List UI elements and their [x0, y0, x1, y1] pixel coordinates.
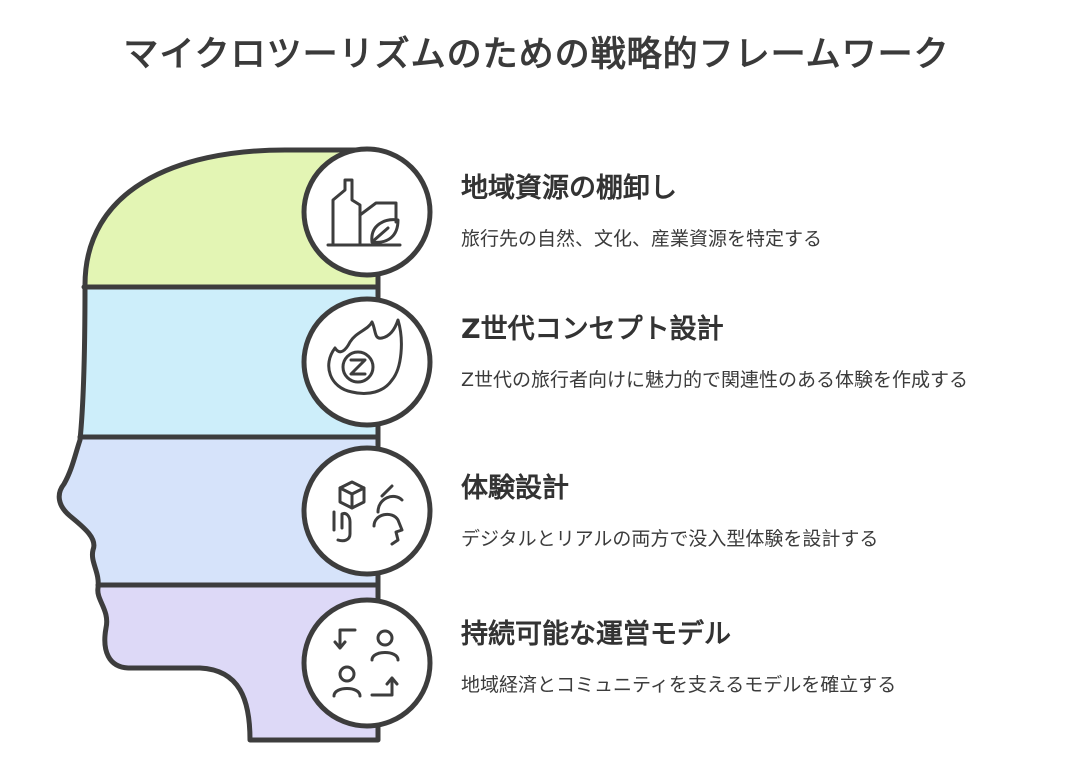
- step-title: 持続可能な運営モデル: [461, 619, 731, 650]
- step-operation: 持続可能な運営モデル 地域経済とコミュニティを支えるモデルを確立する: [461, 618, 1051, 698]
- head-outline: [56, 147, 381, 743]
- cube-hand-face-icon: [332, 480, 404, 546]
- circle-1: [301, 146, 433, 278]
- z-flame-icon: [327, 318, 403, 395]
- step-concept: Z世代コンセプト設計 Z世代の旅行者向けに魅力的で関連性のある体験を作成する: [461, 313, 1051, 393]
- step-description: デジタルとリアルの両方で没入型体験を設計する: [461, 528, 879, 550]
- step-description: Z世代の旅行者向けに魅力的で関連性のある体験を作成する: [461, 369, 969, 391]
- circle-3: [301, 445, 433, 577]
- people-cycle-icon: [332, 628, 400, 698]
- circle-4: [301, 597, 433, 729]
- factory-leaf-icon: [326, 178, 402, 247]
- step-resources: 地域資源の棚卸し 旅行先の自然、文化、産業資源を特定する: [461, 172, 1051, 252]
- step-title: 地域資源の棚卸し: [461, 173, 677, 204]
- step-title: 体験設計: [461, 473, 569, 504]
- step-experience: 体験設計 デジタルとリアルの両方で没入型体験を設計する: [461, 472, 1051, 552]
- step-title: Z世代コンセプト設計: [461, 314, 724, 345]
- step-description: 地域経済とコミュニティを支えるモデルを確立する: [461, 674, 897, 696]
- diagram-title: マイクロツーリズムのための戦略的フレームワーク: [123, 35, 950, 75]
- circle-2: [301, 296, 433, 428]
- step-description: 旅行先の自然、文化、産業資源を特定する: [461, 228, 823, 250]
